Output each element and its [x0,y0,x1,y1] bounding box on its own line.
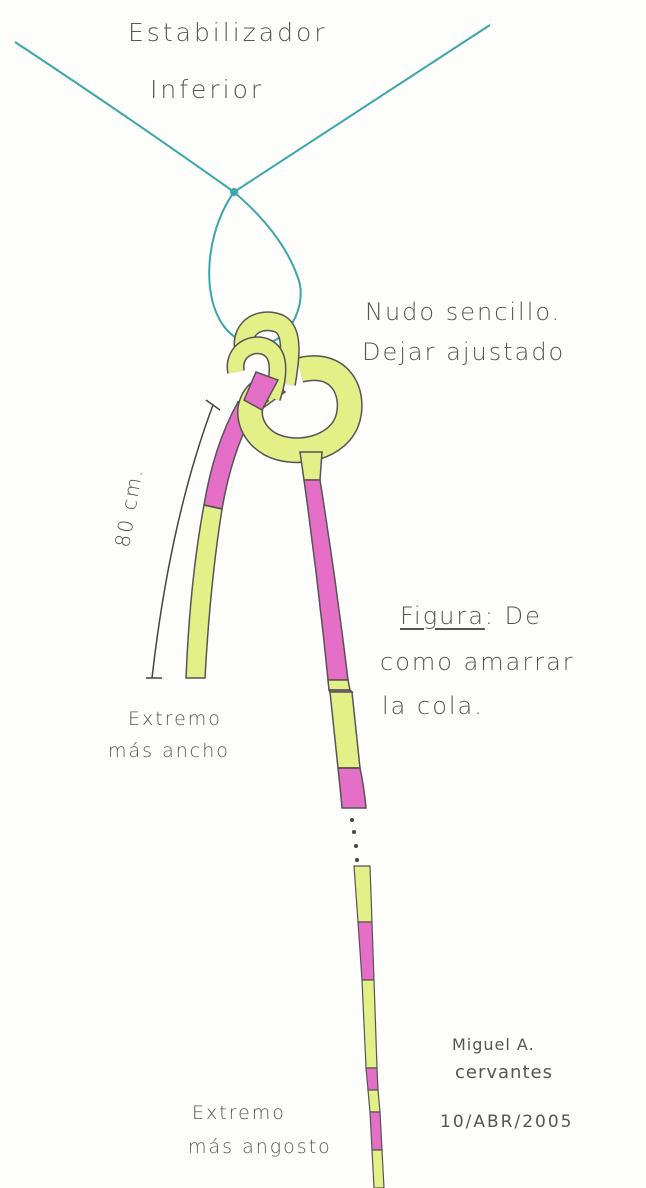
stabilizer-label-line1: Estabilizador [128,18,328,47]
signature-name-line2: cervantes [455,1062,553,1083]
wide-end-label-line2: más ancho [108,740,230,762]
knot-note-line2: Dejar ajustado [362,338,566,366]
figure-word: Figura [400,602,485,630]
narrow-tail-strip [299,451,367,809]
strip-segment-yellow [367,1089,381,1113]
signature-date: 10/ABR/2005 [440,1112,574,1132]
continuation-dots [350,818,359,862]
strip-segment-pink [369,1111,383,1151]
strip-segment-pink [365,1067,379,1091]
signature-name-line1: Miguel A. [452,1035,535,1054]
upper-arch-fill [235,312,299,386]
figure-caption-line3: la cola. [382,692,484,720]
strip-segment-yellow [371,1149,385,1188]
bridle-right-line [233,24,491,193]
narrow-tail-lower [353,865,385,1188]
narrow-end-label-line1: Extremo [192,1102,286,1124]
strip-segment-yellow [299,451,323,481]
figure-caption-line2: como amarrar [380,648,575,676]
ring-fill [238,356,362,462]
wide-end-label-line1: Extremo [128,708,222,730]
stabilizer-label-line2: Inferior [150,75,265,104]
pink-crossing [243,371,280,412]
figure-caption-rest: : De [484,602,542,630]
figure-caption-line1: Figura: De [400,602,542,630]
strip-segment-yellow [353,865,373,923]
wide-tail-strip [185,379,287,679]
strip-segment-pink [357,921,375,981]
strip-segment-yellow [185,504,223,679]
stabilizer-line [14,24,491,346]
knot-loop [226,311,363,464]
knot-note-line1: Nudo sencillo. [365,298,562,326]
strip-segment-yellow [329,691,361,769]
strip-segment-pink [337,767,367,809]
strip-segment-pink [303,479,349,681]
bridle-left-line [14,41,235,193]
dimension-line [146,399,221,679]
strip-segment-yellow [361,979,378,1069]
strip-segment-yellow [327,679,351,691]
narrow-end-label-line2: más angosto [188,1136,332,1158]
